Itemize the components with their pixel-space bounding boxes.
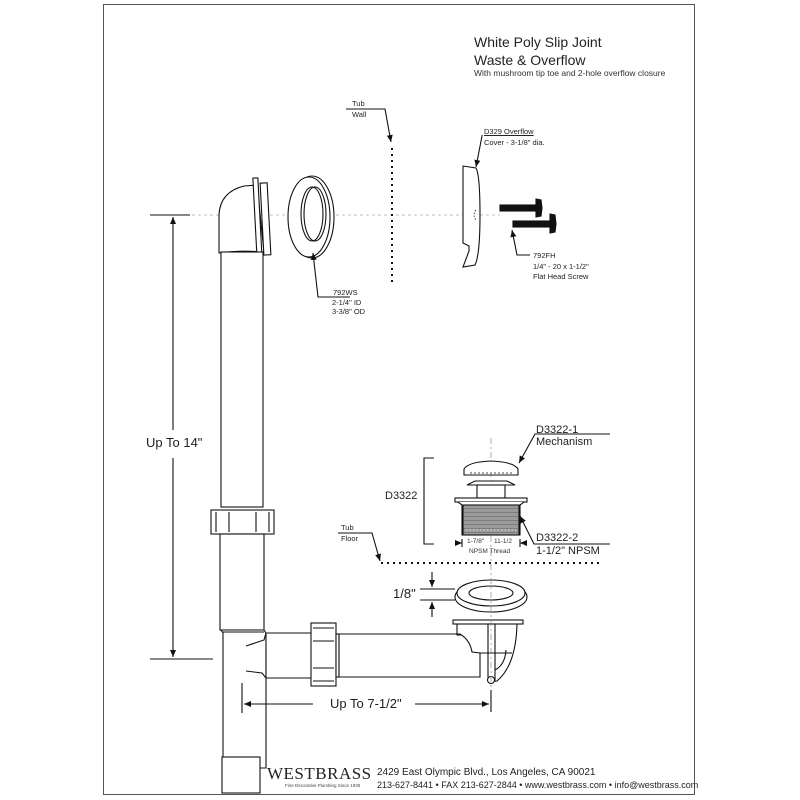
washer-792ws xyxy=(287,175,335,259)
leader-screw xyxy=(510,229,530,256)
screw-type: Flat Head Screw xyxy=(533,272,589,281)
horizontal-dimension-label: Up To 7-1/2" xyxy=(330,696,402,711)
threaded-body xyxy=(462,504,520,536)
overflow-cover-desc: Cover - 3-1/8" dia. xyxy=(484,138,545,147)
page-border xyxy=(103,4,695,795)
lower-tube xyxy=(219,533,265,631)
dimension-7-5in xyxy=(241,683,492,713)
vertical-dimension-label: Up To 14" xyxy=(146,435,203,450)
drain-shoe xyxy=(452,619,524,685)
thread-diameter: 1-7/8" xyxy=(467,538,485,545)
screw-part: 792FH xyxy=(533,251,556,260)
overflow-cover-part: D329 Overflow xyxy=(484,127,534,136)
drain-body-part: D3322-2 xyxy=(536,532,579,544)
diagram-title-line1: White Poly Slip Joint xyxy=(474,34,602,50)
drain-body-thread: 1-1/2" NPSM xyxy=(536,545,600,557)
washer-id: 2-1/4" ID xyxy=(332,298,362,307)
footer-contact: 213-627-8441 • FAX 213-627-2844 • www.we… xyxy=(377,780,699,790)
diagram-subtitle: With mushroom tip toe and 2-hole overflo… xyxy=(474,68,666,78)
dimension-1-8in xyxy=(420,572,455,617)
leader-overflow-cover xyxy=(474,135,483,168)
tub-floor-label-line1: Tub xyxy=(341,523,354,532)
tub-floor-label-line2: Floor xyxy=(341,534,359,543)
tee-fitting xyxy=(219,629,313,769)
westbrass-logo: WESTBRASS xyxy=(267,764,372,783)
screw-size: 1/4" - 20 x 1-1/2" xyxy=(533,262,589,271)
overflow-cover xyxy=(462,165,481,268)
gasket-thickness-label: 1/8" xyxy=(393,586,416,601)
overflow-tube xyxy=(220,251,264,508)
mechanism-part xyxy=(454,460,528,536)
brand-tagline: Fine Decorative Plumbing Since 1935 xyxy=(285,783,361,788)
mechanism-desc: Mechanism xyxy=(536,436,593,448)
footer-box xyxy=(221,756,261,794)
assembly-part-label: D3322 xyxy=(385,490,418,502)
overflow-elbow xyxy=(218,177,272,261)
thread-pitch: 11-1/2 xyxy=(494,538,512,545)
mechanism-part-label: D3322-1 xyxy=(536,424,579,436)
screws-792fh xyxy=(499,198,557,234)
diagram-title-line2: Waste & Overflow xyxy=(474,52,586,68)
tub-wall-label-line2: Wall xyxy=(352,110,367,119)
washer-od: 3-3/8" OD xyxy=(332,307,366,316)
thread-type: NPSM Thread xyxy=(469,548,511,555)
leader-mechanism xyxy=(518,433,610,464)
footer-address: 2429 East Olympic Blvd., Los Angeles, CA… xyxy=(377,767,596,778)
slip-nut-vertical xyxy=(210,509,275,535)
leader-tub-floor xyxy=(338,532,381,562)
assembly-bracket xyxy=(423,457,434,545)
leader-tub-wall xyxy=(346,108,393,143)
washer-part: 792WS xyxy=(333,288,358,297)
dimension-14in xyxy=(150,214,213,660)
leader-drain-body xyxy=(519,515,610,545)
tub-wall-label-line1: Tub xyxy=(352,99,365,108)
slip-nut-horizontal xyxy=(310,622,340,687)
leader-washer xyxy=(310,252,350,298)
drain-tube xyxy=(338,633,481,678)
